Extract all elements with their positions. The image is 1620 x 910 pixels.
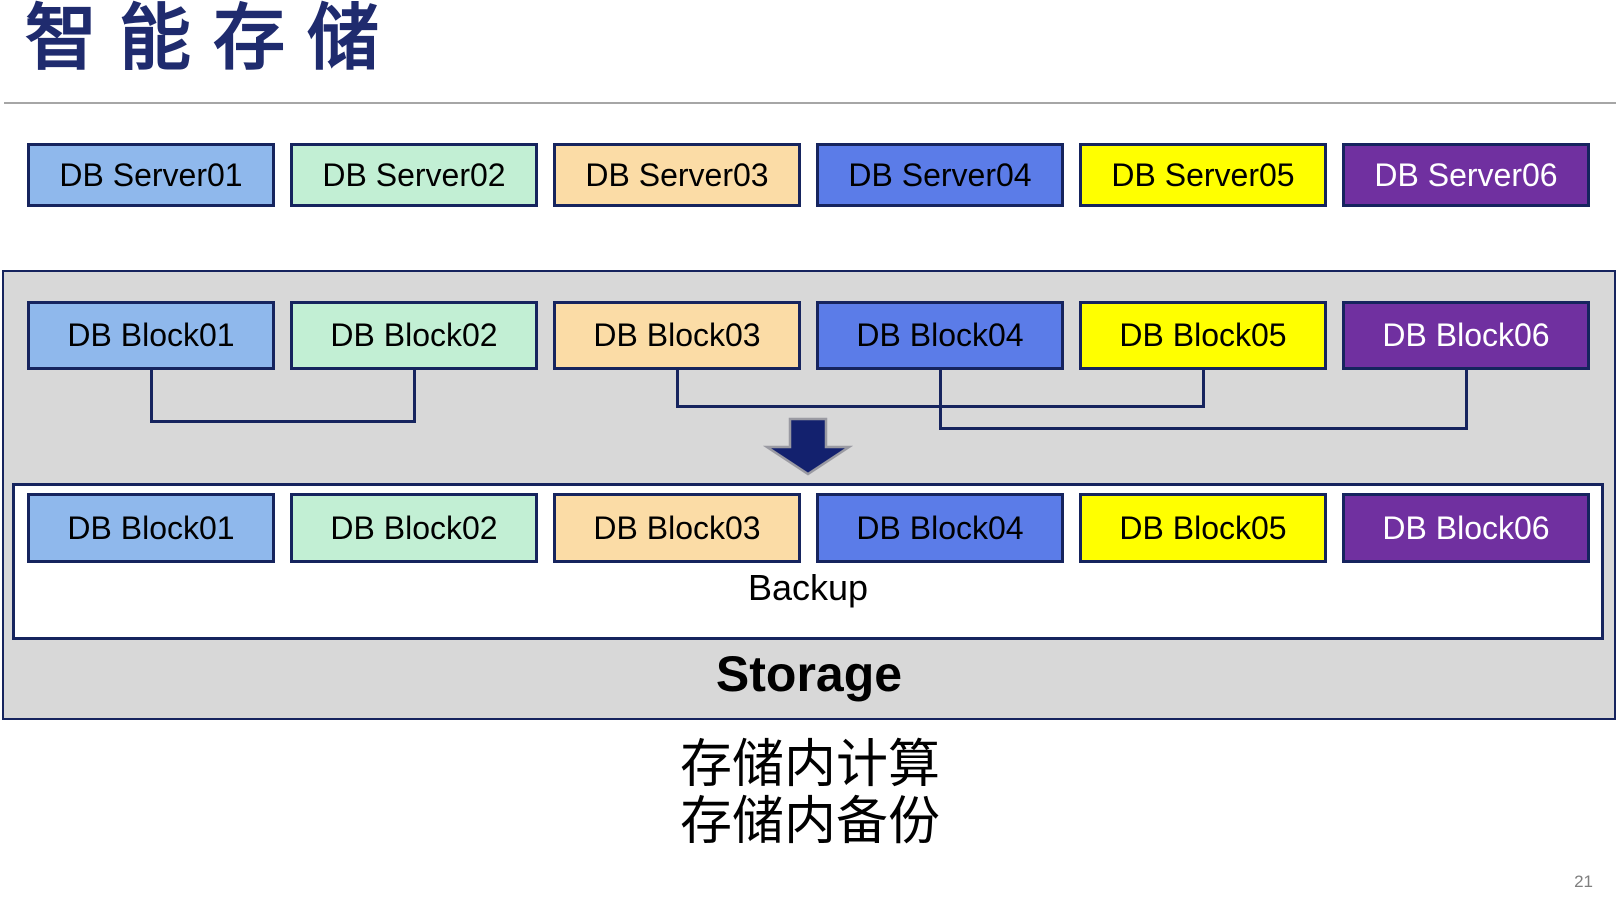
db-block-box: DB Block06 (1342, 301, 1590, 370)
db-block-box: DB Block04 (816, 493, 1064, 563)
down-arrow-icon (763, 417, 853, 476)
db-block-box: DB Block03 (553, 493, 801, 563)
db-block-box: DB Block06 (1342, 493, 1590, 563)
connector-line (939, 427, 1468, 430)
storage-label: Storage (715, 646, 903, 702)
db-block-box: DB Block01 (27, 301, 275, 370)
db-block-box: DB Block03 (553, 301, 801, 370)
db-server-box: DB Server06 (1342, 143, 1590, 207)
connector-line (1202, 370, 1205, 408)
db-server-box: DB Server05 (1079, 143, 1327, 207)
caption-block: 存储内计算 存储内备份 (0, 736, 1620, 852)
db-block-box: DB Block02 (290, 301, 538, 370)
backup-label: Backup (747, 567, 869, 608)
connector-line (413, 370, 416, 423)
connector-line (150, 420, 416, 423)
db-server-box: DB Server02 (290, 143, 538, 207)
db-server-box: DB Server01 (27, 143, 275, 207)
connector-line (676, 370, 679, 408)
db-block-box: DB Block01 (27, 493, 275, 563)
connector-line (939, 370, 942, 430)
db-block-box: DB Block05 (1079, 301, 1327, 370)
connector-line (1465, 370, 1468, 430)
connector-line (150, 370, 153, 423)
db-block-box: DB Block05 (1079, 493, 1327, 563)
caption-line-2: 存储内备份 (679, 793, 940, 852)
db-block-box: DB Block04 (816, 301, 1064, 370)
slide-title: 智能存储 (25, 0, 402, 79)
title-divider (4, 102, 1616, 104)
db-block-box: DB Block02 (290, 493, 538, 563)
db-server-box: DB Server04 (816, 143, 1064, 207)
page-number: 21 (1574, 872, 1593, 891)
caption-line-1: 存储内计算 (679, 736, 940, 794)
db-server-box: DB Server03 (553, 143, 801, 207)
backup-container (12, 483, 1604, 640)
